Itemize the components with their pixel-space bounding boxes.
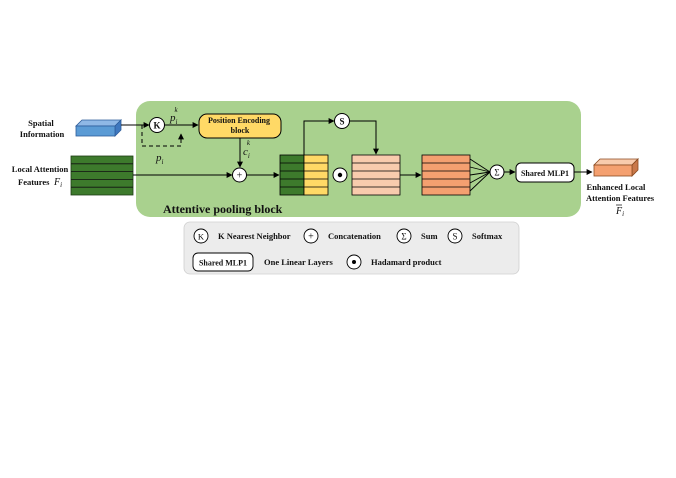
svg-text:One Linear Layers: One Linear Layers [264,257,333,267]
svg-text:K: K [198,232,205,242]
legend-mlp: Shared MLP1 One Linear Layers [192,252,333,272]
spatial-information-label: Spatial Information [20,118,65,139]
hadamard-dot-icon [337,172,343,178]
weighted-features-stack [421,154,471,196]
legend-box [183,221,520,275]
shared-mlp-label: Shared MLP1 [521,169,569,178]
output-symbol: Fi [615,206,624,218]
concatenated-feature-stack [279,154,329,196]
svg-text:K Nearest Neighbor: K Nearest Neighbor [218,231,291,241]
softmax-node-symbol: S [339,117,344,127]
concat-node-symbol: + [237,171,243,182]
svg-text:Hadamard product: Hadamard product [371,257,442,267]
position-encoding-label: Position Encoding block [208,116,272,135]
svg-text:+: + [308,232,314,243]
local-attention-features-stack [70,155,134,196]
local-attention-features-label: Local Attention [12,164,69,174]
attention-scores-stack [351,154,401,196]
sum-converging-lines [469,158,491,192]
svg-text:Concatenation: Concatenation [328,231,381,241]
svg-text:Σ: Σ [401,232,406,242]
legend-concat: + Concatenation [303,228,381,244]
enhanced-features-cuboid [593,158,639,177]
svg-text:Softmax: Softmax [472,231,503,241]
svg-text:Sum: Sum [421,231,438,241]
legend-softmax: S Softmax [447,228,503,244]
p-ik-label-top: pik [169,106,178,126]
legend-sum: Σ Sum [396,228,438,244]
c-ik-label: cik [243,139,251,160]
svg-text:Shared MLP1: Shared MLP1 [199,259,247,268]
block-title: Attentive pooling block [163,202,283,216]
knn-node-symbol: K [153,121,160,131]
svg-text:S: S [452,232,457,242]
sum-node-symbol: Σ [494,168,499,178]
output-label: Enhanced Local Attention Features [586,182,655,203]
local-features-symbol: Fi [53,177,62,189]
legend-hadamard: Hadamard product [346,254,442,270]
legend-knn: K K Nearest Neighbor [193,228,291,244]
p-i-label-bottom: pi [155,152,164,166]
spatial-information-cuboid [75,119,122,137]
local-attention-features-label-2: Features [18,177,50,187]
